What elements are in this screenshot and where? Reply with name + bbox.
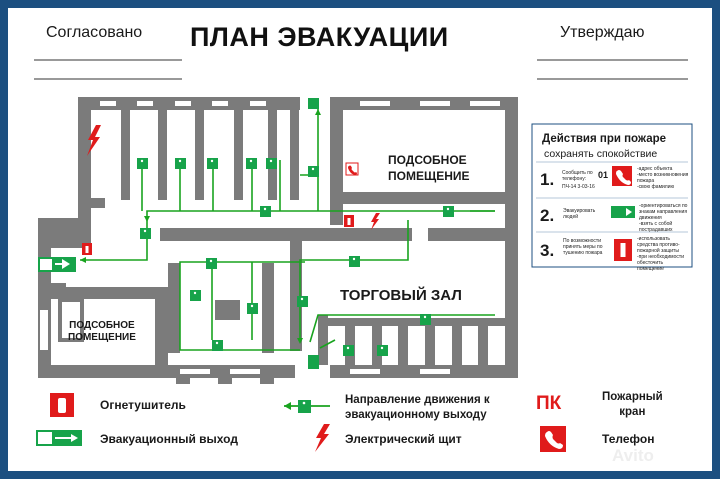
legend-icon-phone: [540, 426, 566, 452]
legend-icon-direction: [284, 400, 330, 413]
step-3-bullet-1: -использовать средства противо-пожарной …: [637, 236, 680, 254]
sales-hall-label: ТОРГОВЫЙ ЗАЛ: [340, 287, 462, 304]
step-1-bullets: -адрес объекта -место возникновения пожа…: [637, 166, 689, 190]
plan-extinguishers: [82, 215, 354, 255]
step-2-bullets: -ориентироваться по знакам направления д…: [639, 203, 689, 233]
step-1-text-main: Сообщить по телефону:: [562, 170, 593, 182]
legend-exit-label: Эвакуационный выход: [100, 432, 238, 446]
step-1-phone-code: 01: [598, 170, 609, 180]
step-1-bullet-2: -место возникновения пожара: [637, 172, 689, 184]
utility-room-top-line1: ПОДСОБНОЕ: [388, 153, 467, 167]
utility-room-top-line2: ПОМЕЩЕНИЕ: [388, 169, 470, 183]
fire-hydrant-icon: ПК: [536, 393, 562, 414]
legend-icon-extinguisher: [50, 393, 74, 417]
plan-electric-panels: [87, 125, 380, 230]
utility-room-top-label: ПОДСОБНОЕ ПОМЕЩЕНИЕ: [388, 152, 470, 184]
confirm-label: Утверждаю: [560, 24, 645, 41]
legend-hydrant-line1: Пожарный: [602, 391, 663, 403]
step-1-number: 1.: [540, 170, 555, 189]
actions-subtitle: сохранять спокойствие: [544, 148, 658, 160]
plan-exit-sign: [38, 257, 76, 272]
step-1-text-extra: ПЧ-14 3-03-16: [562, 184, 595, 190]
actions-title: Действия при пожаре: [542, 133, 667, 145]
approved-label: Согласовано: [46, 24, 143, 41]
window-strips: [40, 101, 500, 374]
step-2-number: 2.: [540, 206, 555, 225]
watermark: Avito: [612, 446, 654, 465]
utility-room-left-line1: ПОДСОБНОЕ: [69, 320, 135, 331]
legend-hydrant-label: Пожарный кран: [602, 390, 663, 420]
step-3-number: 3.: [540, 241, 555, 260]
step-2-bullet-2: -взять с собой пострадавших: [639, 221, 673, 233]
utility-room-left-label: ПОДСОБНОЕ ПОМЕЩЕНИЕ: [68, 320, 136, 344]
legend-direction-line1: Направление движения к: [345, 394, 490, 406]
legend-phone-label: Телефон: [602, 432, 655, 446]
step-3-text: По возможности принять меры по тушению п…: [563, 238, 603, 256]
legend-panel-label: Электрический щит: [345, 432, 462, 446]
page-title: ПЛАН ЭВАКУАЦИИ: [190, 22, 449, 52]
step-3-bullet-2: -при необходимости обесточить помещение: [637, 254, 684, 272]
step-2-bullet-1: -ориентироваться по знакам направления д…: [639, 203, 688, 221]
step-1-bullet-3: -свою фамилию: [637, 184, 675, 190]
legend-direction-line2: эвакуационному выходу: [345, 409, 487, 421]
plan-phone: [345, 162, 359, 176]
legend-icon-lightning: [315, 424, 330, 452]
actions-panel-box: [531, 123, 693, 268]
legend-direction-label: Направление движения к эвакуационному вы…: [345, 393, 490, 423]
route-arrowheads: [80, 109, 321, 344]
step-3-bullets: -использовать средства противо-пожарной …: [637, 236, 689, 272]
left-utility-fixtures: [58, 298, 84, 342]
legend-extinguisher-label: Огнетушитель: [100, 398, 186, 412]
legend-hydrant-line2: кран: [619, 406, 646, 418]
signature-lines: [34, 59, 688, 80]
route-sign-markers: [137, 98, 454, 369]
step-1-text: Сообщить по телефону:: [562, 170, 598, 182]
utility-room-left-line2: ПОМЕЩЕНИЕ: [68, 332, 136, 343]
step-1-bullet-1: -адрес объекта: [637, 166, 673, 172]
step-2-text: Эвакуировать людей: [563, 208, 596, 220]
legend-icon-exit: [36, 430, 82, 446]
